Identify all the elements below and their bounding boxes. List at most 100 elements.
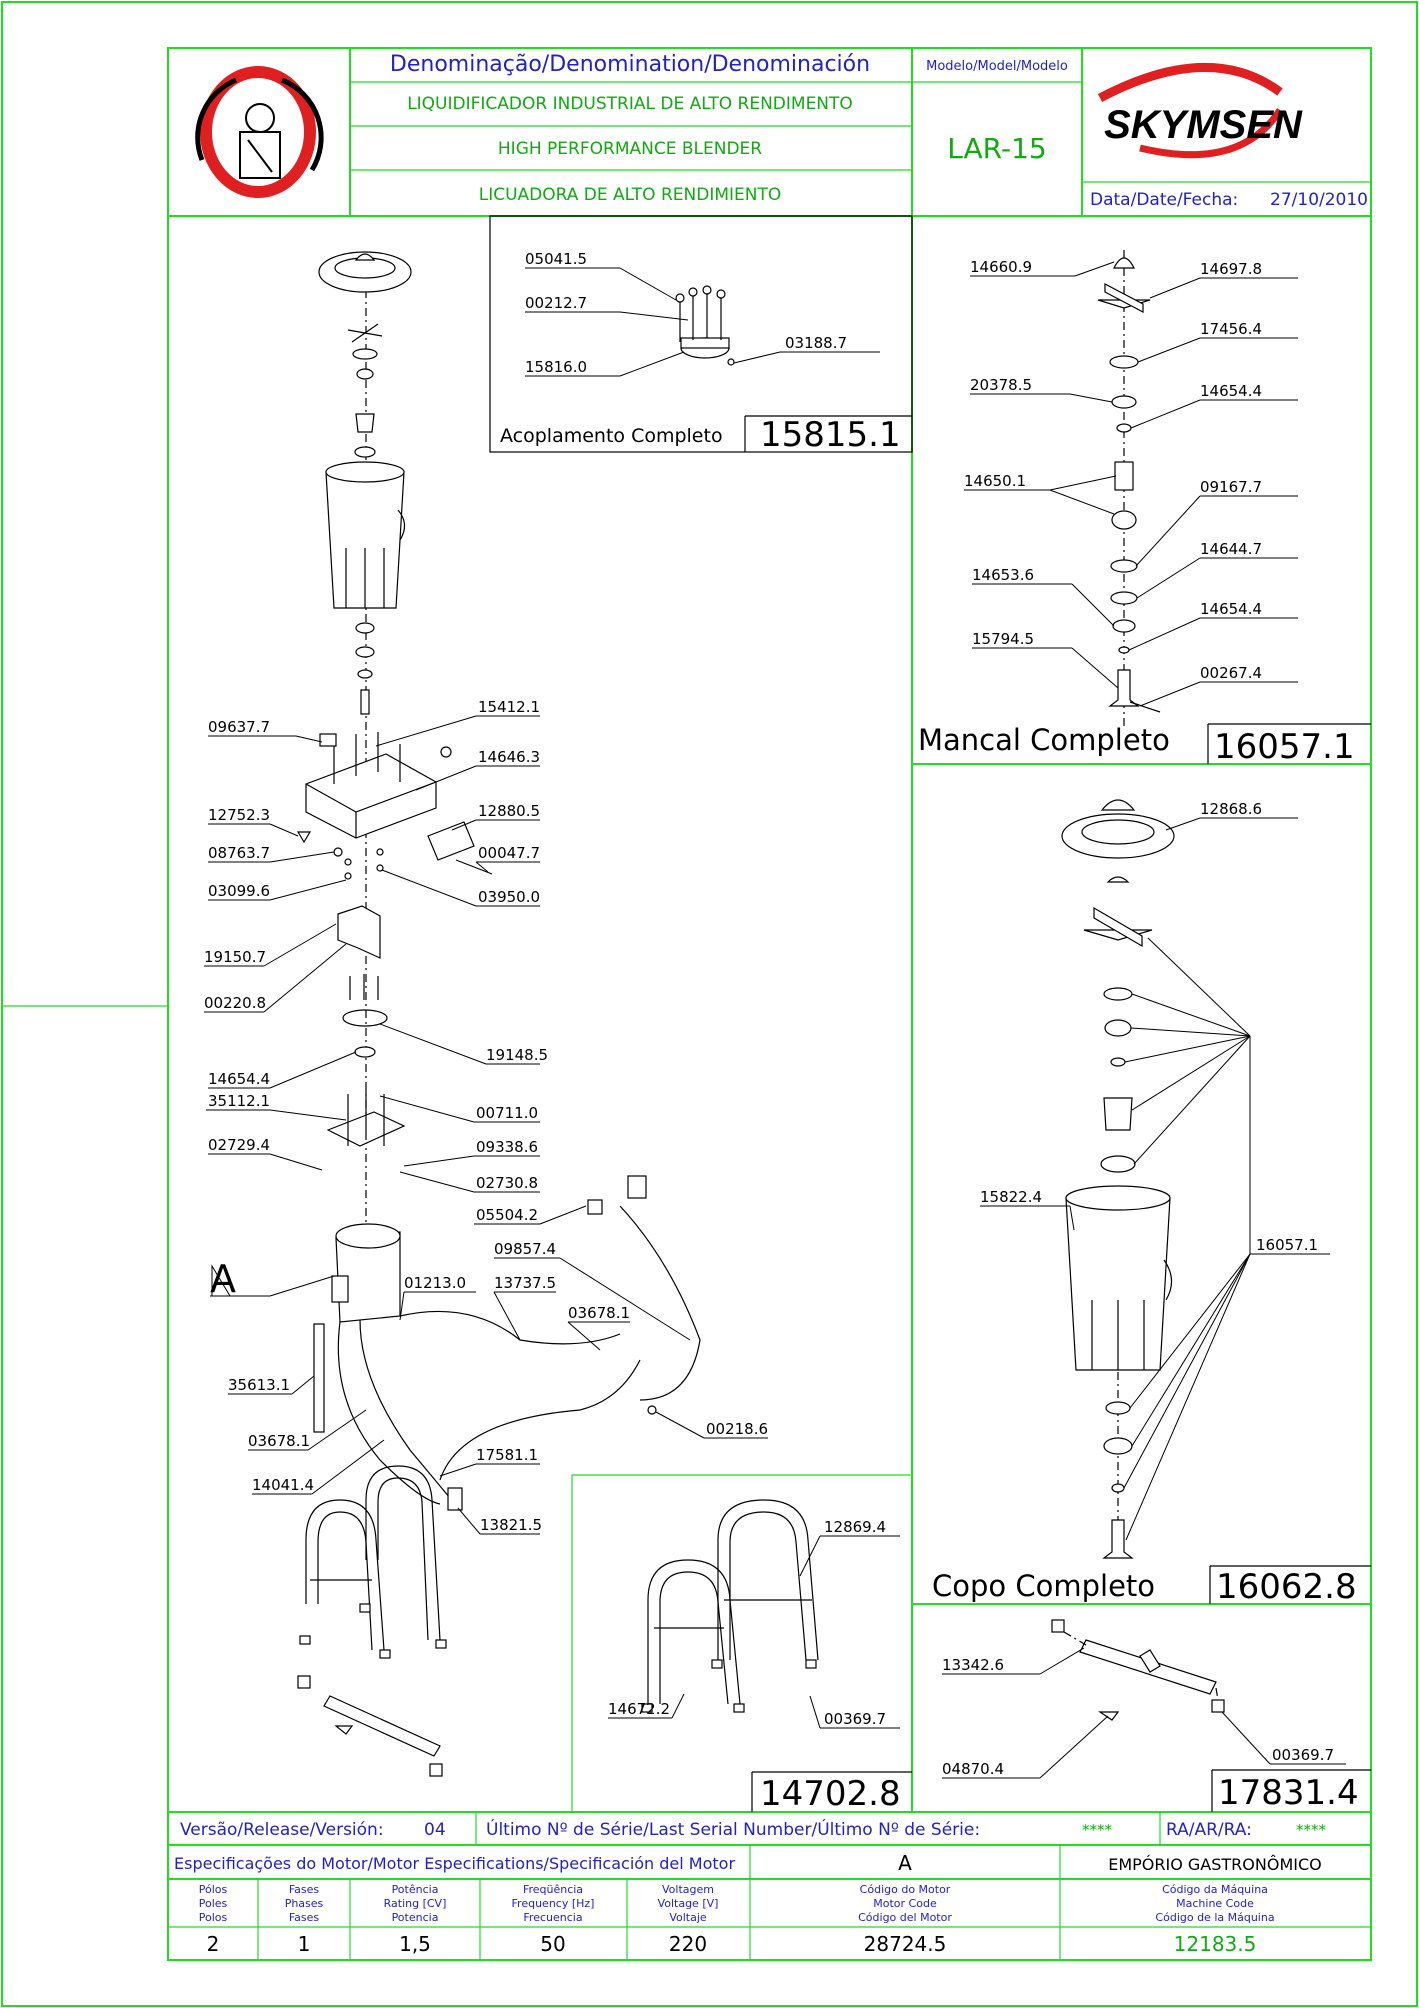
release-value: 04 xyxy=(424,1820,446,1840)
coupling-assembly xyxy=(489,215,913,453)
product-name-es: LICUADORA DE ALTO RENDIMIENTO xyxy=(479,185,782,205)
part-label: 19150.7 xyxy=(204,948,266,966)
motor-spec-label: Especificações do Motor/Motor Especifica… xyxy=(174,1854,735,1873)
assembly-code: 16057.1 xyxy=(1214,727,1355,767)
brand-name: SKYMSEN xyxy=(1104,103,1303,147)
client-name: EMPÓRIO GASTRONÔMICO xyxy=(1108,1855,1322,1874)
col-header: Fases xyxy=(289,1911,320,1924)
col-header: Voltage [V] xyxy=(658,1897,719,1910)
voltage-value: 220 xyxy=(669,1932,707,1956)
product-name-pt: LIQUIDIFICADOR INDUSTRIAL DE ALTO RENDIM… xyxy=(407,94,853,114)
part-label: 08763.7 xyxy=(208,844,270,862)
part-label: 14646.3 xyxy=(478,748,540,766)
col-header: Phases xyxy=(285,1897,324,1910)
part-label: 01213.0 xyxy=(404,1274,466,1292)
part-label: 17456.4 xyxy=(1200,320,1262,338)
denomination-label: Denominação/Denomination/Denominación xyxy=(390,52,870,77)
part-label: 00047.7 xyxy=(478,844,540,862)
phases-value: 1 xyxy=(298,1932,311,1956)
part-label: 17581.1 xyxy=(476,1446,538,1464)
part-label: 03950.0 xyxy=(478,888,540,906)
part-label: 14653.6 xyxy=(972,566,1034,584)
part-label: 05504.2 xyxy=(476,1206,538,1224)
part-label: 35613.1 xyxy=(228,1376,290,1394)
col-header: Motor Code xyxy=(873,1897,937,1910)
cup-assembly xyxy=(980,799,1371,1604)
drawing-date: 27/10/2010 xyxy=(1270,190,1368,210)
seal-logo xyxy=(195,66,324,198)
assembly-name: Copo Completo xyxy=(932,1569,1155,1603)
part-label: 14654.4 xyxy=(1200,600,1262,618)
assembly-name: Acoplamento Completo xyxy=(500,425,723,447)
part-label: 00220.8 xyxy=(204,994,266,1012)
part-label: 13821.5 xyxy=(480,1516,542,1534)
part-label: 02730.8 xyxy=(476,1174,538,1192)
part-label: 09637.7 xyxy=(208,718,270,736)
date-label: Data/Date/Fecha: xyxy=(1090,190,1238,210)
part-label: 09338.6 xyxy=(476,1138,538,1156)
part-label: 14697.8 xyxy=(1200,260,1262,278)
main-exploded-view xyxy=(204,251,768,1777)
part-label: 15822.4 xyxy=(980,1188,1042,1206)
part-label: 35112.1 xyxy=(208,1092,270,1110)
part-label: 04870.4 xyxy=(942,1760,1004,1778)
col-header: Código da Máquina xyxy=(1162,1883,1268,1896)
bearing-assembly xyxy=(964,250,1371,764)
col-header: Voltagem xyxy=(662,1883,714,1896)
col-header: Frecuencia xyxy=(523,1911,582,1924)
motor-code-value: 28724.5 xyxy=(864,1932,947,1956)
part-label: 00369.7 xyxy=(824,1710,886,1728)
part-label: 19148.5 xyxy=(486,1046,548,1064)
part-label: 14650.1 xyxy=(964,472,1026,490)
motor-callout-letter: A xyxy=(210,1257,236,1301)
assembly-name: Mancal Completo xyxy=(918,723,1170,757)
part-label: 00369.7 xyxy=(1272,1746,1334,1764)
col-header: Código do Motor xyxy=(860,1883,951,1896)
part-label: 15816.0 xyxy=(525,358,587,376)
part-label: 00711.0 xyxy=(476,1104,538,1122)
part-label: 09167.7 xyxy=(1200,478,1262,496)
part-label: 12868.6 xyxy=(1200,800,1262,818)
ra-value: **** xyxy=(1296,1821,1327,1839)
part-label: 14644.7 xyxy=(1200,540,1262,558)
part-label: 05041.5 xyxy=(525,250,587,268)
rating-value: 1,5 xyxy=(399,1932,431,1956)
col-header: Fases xyxy=(289,1883,320,1896)
col-header: Pólos xyxy=(199,1883,228,1896)
assembly-code: 14702.8 xyxy=(760,1774,901,1814)
col-header: Freqüência xyxy=(523,1883,583,1896)
part-label: 09857.4 xyxy=(494,1240,556,1258)
base-bar-assembly xyxy=(942,1619,1371,1812)
part-label: 14654.4 xyxy=(1200,382,1262,400)
assembly-code: 15815.1 xyxy=(760,415,901,455)
col-header: Machine Code xyxy=(1176,1897,1254,1910)
col-header: Rating [CV] xyxy=(384,1897,447,1910)
motor-spec-table: Pólos Poles Polos 2 Fases Phases Fases 1… xyxy=(199,1883,1275,1956)
motor-letter: A xyxy=(898,1851,912,1875)
part-label: 16057.1 xyxy=(1256,1236,1318,1254)
part-label: 00267.4 xyxy=(1200,664,1262,682)
part-label: 03099.6 xyxy=(208,882,270,900)
part-label: 12752.3 xyxy=(208,806,270,824)
ra-label: RA/AR/RA: xyxy=(1166,1820,1252,1840)
model-code: LAR-15 xyxy=(947,132,1046,165)
part-label: 14660.9 xyxy=(970,258,1032,276)
poles-value: 2 xyxy=(207,1932,220,1956)
part-label: 13737.5 xyxy=(494,1274,556,1292)
part-label: 15794.5 xyxy=(972,630,1034,648)
frequency-value: 50 xyxy=(540,1932,565,1956)
main-part-labels: 09637.7 15412.1 14646.3 12752.3 12880.5 … xyxy=(204,698,768,1534)
part-label: 02729.4 xyxy=(208,1136,270,1154)
col-header: Polos xyxy=(199,1911,228,1924)
part-label: 14672.2 xyxy=(608,1700,670,1718)
part-label: 13342.6 xyxy=(942,1656,1004,1674)
serial-value: **** xyxy=(1082,1821,1113,1839)
col-header: Frequency [Hz] xyxy=(512,1897,595,1910)
part-label: 03678.1 xyxy=(248,1432,310,1450)
part-label: 20378.5 xyxy=(970,376,1032,394)
product-name-en: HIGH PERFORMANCE BLENDER xyxy=(498,139,762,159)
assembly-code: 16062.8 xyxy=(1216,1567,1357,1607)
assembly-code: 17831.4 xyxy=(1218,1773,1359,1813)
part-label: 15412.1 xyxy=(478,698,540,716)
